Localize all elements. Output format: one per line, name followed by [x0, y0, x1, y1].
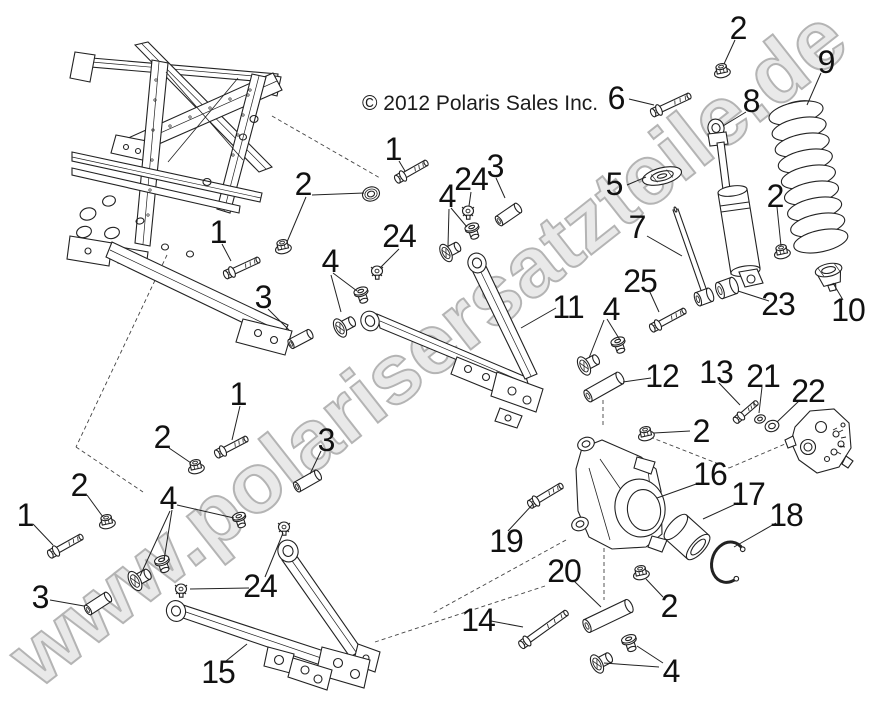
assembly-dash-lines	[75, 115, 793, 643]
callout-part-17: 17	[731, 476, 766, 512]
callout-part-12: 12	[645, 358, 680, 394]
callout-part-21: 21	[746, 358, 781, 394]
callout-part-25: 25	[623, 263, 658, 299]
flange-nut	[98, 63, 791, 581]
callout-part-13: 13	[699, 354, 734, 390]
shock-rod	[672, 206, 709, 299]
callout-part-3: 3	[31, 579, 50, 615]
spacer-set	[693, 276, 740, 307]
callout-part-3: 3	[254, 279, 273, 315]
washer	[754, 414, 780, 433]
bearing-carrier	[571, 436, 668, 553]
callout-part-4: 4	[602, 291, 621, 327]
callout-part-2: 2	[153, 419, 172, 455]
callout-part-3: 3	[317, 422, 336, 458]
callout-part-9: 9	[817, 44, 836, 80]
callout-part-7: 7	[628, 209, 647, 245]
copyright-text: © 2012 Polaris Sales Inc.	[362, 92, 599, 115]
callout-part-4: 4	[159, 480, 178, 516]
upper-a-arm	[360, 252, 544, 429]
brake-caliper-bracket	[784, 408, 854, 474]
callout-part-24: 24	[382, 218, 417, 254]
snap-ring	[710, 540, 746, 584]
callout-part-8: 8	[742, 83, 761, 119]
pivot-bushing-small	[154, 222, 637, 653]
callout-part-6: 6	[607, 80, 626, 116]
pivot-pin	[83, 202, 634, 634]
callout-part-16: 16	[693, 456, 728, 492]
callout-part-2: 2	[70, 467, 89, 503]
callout-part-15: 15	[201, 654, 236, 690]
lower-a-arm	[165, 539, 381, 691]
callout-part-3: 3	[486, 148, 505, 184]
callout-part-2: 2	[660, 588, 679, 624]
callout-part-4: 4	[438, 178, 457, 214]
callout-part-4: 4	[662, 653, 681, 689]
callout-part-23: 23	[761, 286, 796, 322]
shock-absorber	[707, 118, 764, 288]
callout-part-1: 1	[229, 376, 248, 412]
callout-part-10: 10	[831, 292, 866, 328]
callout-part-1: 1	[209, 214, 228, 250]
callout-part-2: 2	[729, 10, 748, 46]
grommet	[361, 186, 381, 202]
wheel-bearing	[663, 513, 711, 561]
callout-part-5: 5	[605, 166, 624, 202]
callout-part-22: 22	[791, 373, 826, 409]
callout-part-24: 24	[454, 161, 489, 197]
callout-part-4: 4	[321, 243, 340, 279]
callout-part-2: 2	[692, 413, 711, 449]
callout-part-14: 14	[461, 602, 496, 638]
coil-spring	[768, 100, 849, 254]
frame-wireframe	[66, 41, 293, 356]
callout-part-11: 11	[552, 289, 584, 325]
callout-part-20: 20	[547, 553, 582, 589]
callout-part-19: 19	[489, 523, 524, 559]
spring-retainer-upper	[641, 166, 683, 186]
callout-part-1: 1	[16, 497, 35, 533]
callout-part-18: 18	[769, 497, 804, 533]
retaining-clip	[174, 205, 475, 598]
callout-part-1: 1	[384, 131, 403, 167]
spring-retainer-lower	[814, 262, 843, 292]
leader-lines	[32, 39, 844, 668]
callout-part-2: 2	[294, 166, 313, 202]
pivot-bushing-flanged	[127, 241, 614, 674]
callout-part-24: 24	[243, 568, 278, 604]
callout-part-2: 2	[766, 178, 785, 214]
